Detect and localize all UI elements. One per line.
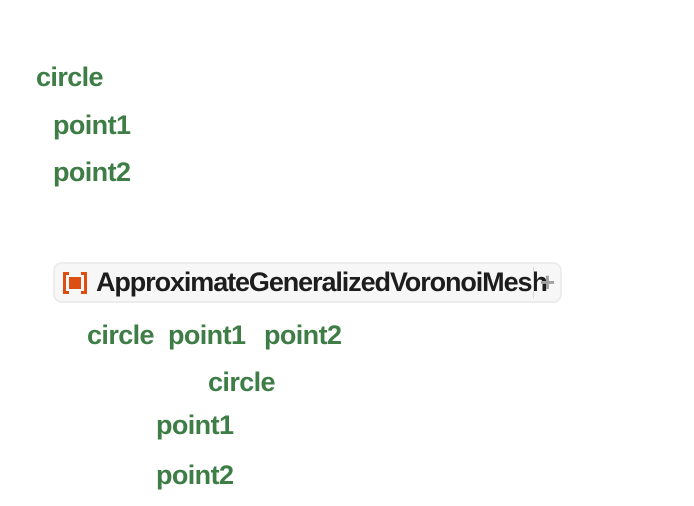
local-symbol-point2-definition: point2	[53, 157, 131, 187]
resource-function-badge[interactable]: ApproximateGeneralizedVoronoiMesh +	[53, 262, 562, 303]
badge-divider	[533, 267, 534, 298]
argument-point2: point2	[264, 320, 342, 350]
option-value-point1: point1	[156, 410, 234, 440]
option-value-point2: point2	[156, 460, 234, 490]
local-symbol-circle-definition: circle	[36, 62, 104, 92]
argument-circle: circle	[87, 320, 155, 350]
resource-function-icon	[63, 271, 87, 294]
argument-point1: point1	[168, 320, 246, 350]
local-symbol-point1-definition: point1	[53, 110, 131, 140]
option-value-circle: circle	[208, 367, 276, 397]
resource-function-icon-square	[69, 276, 81, 289]
resource-function-name: ApproximateGeneralizedVoronoiMesh	[96, 267, 548, 297]
badge-insert-plus-icon[interactable]: +	[539, 267, 556, 297]
